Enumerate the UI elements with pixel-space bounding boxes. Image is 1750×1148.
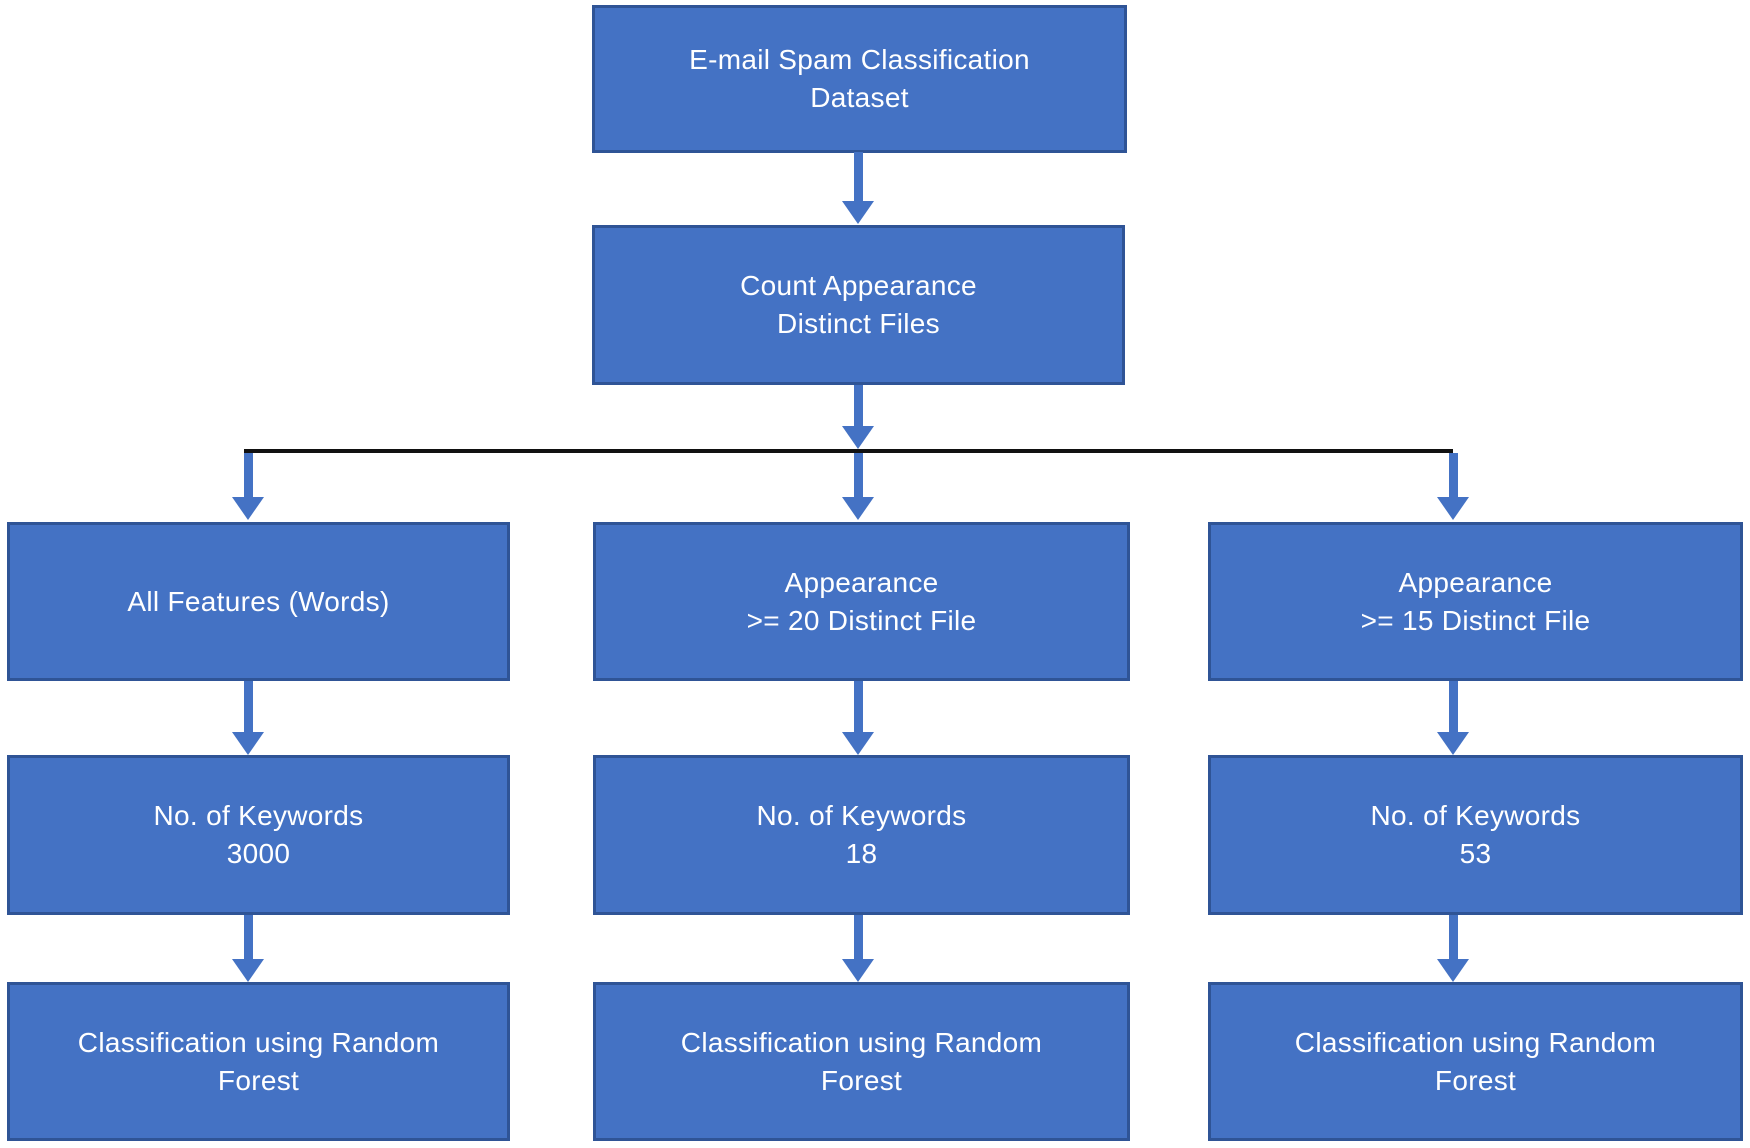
arrow-18-to-classify-shaft xyxy=(854,915,863,961)
arrow-dataset-to-count-shaft xyxy=(854,152,863,204)
arrow-allfeatures-to-3000-shaft xyxy=(244,681,253,733)
branch-middle-shaft xyxy=(854,453,863,499)
arrow-18-to-classify-head xyxy=(842,959,874,982)
node-all-features: All Features (Words) xyxy=(7,522,510,681)
node-keywords-18-line2: 18 xyxy=(845,838,878,869)
node-keywords-3000: No. of Keywords 3000 xyxy=(7,755,510,915)
arrow-app15-to-53-shaft xyxy=(1449,681,1458,733)
arrow-allfeatures-to-3000-head xyxy=(232,732,264,755)
node-dataset-line1: E-mail Spam Classification xyxy=(689,44,1030,75)
arrow-3000-to-classify-shaft xyxy=(244,915,253,961)
node-keywords-18-line1: No. of Keywords xyxy=(756,800,967,831)
arrow-53-to-classify-shaft xyxy=(1449,915,1458,961)
arrow-app20-to-18-shaft xyxy=(854,681,863,733)
node-count-appearance: Count Appearance Distinct Files xyxy=(592,225,1125,385)
branch-right-head xyxy=(1437,497,1469,520)
node-classify-right-line2: Forest xyxy=(1434,1064,1517,1096)
branch-middle-head xyxy=(842,497,874,520)
node-dataset: E-mail Spam Classification Dataset xyxy=(592,5,1127,153)
node-classify-mid-line1: Classification using Random xyxy=(680,1026,1043,1058)
arrow-53-to-classify-head xyxy=(1437,959,1469,982)
node-all-features-line1: All Features (Words) xyxy=(127,585,390,617)
branch-right-shaft xyxy=(1449,453,1458,499)
arrow-count-to-branch-head xyxy=(842,426,874,449)
node-keywords-3000-line2: 3000 xyxy=(226,838,291,869)
node-classify-right-line1: Classification using Random xyxy=(1294,1026,1657,1058)
branch-connector-line xyxy=(244,449,1453,453)
node-appearance-15-line2: >= 15 Distinct File xyxy=(1360,604,1591,636)
node-keywords-18: No. of Keywords 18 xyxy=(593,755,1130,915)
arrow-app20-to-18-head xyxy=(842,732,874,755)
node-classify-left-line1: Classification using Random xyxy=(77,1026,440,1058)
branch-left-shaft xyxy=(244,453,253,499)
node-classify-mid: Classification using Random Forest xyxy=(593,982,1130,1141)
node-appearance-20: Appearance >= 20 Distinct File xyxy=(593,522,1130,681)
node-keywords-53-line1: No. of Keywords xyxy=(1370,800,1581,831)
node-keywords-3000-line1: No. of Keywords xyxy=(153,800,364,831)
node-classify-left: Classification using Random Forest xyxy=(7,982,510,1141)
node-dataset-line2: Dataset xyxy=(810,82,909,113)
node-appearance-15: Appearance >= 15 Distinct File xyxy=(1208,522,1743,681)
node-appearance-15-line1: Appearance xyxy=(1398,566,1553,598)
branch-left-head xyxy=(232,497,264,520)
node-appearance-20-line1: Appearance xyxy=(784,566,939,598)
node-keywords-53-line2: 53 xyxy=(1459,838,1492,869)
node-count-line2: Distinct Files xyxy=(777,308,940,339)
arrow-3000-to-classify-head xyxy=(232,959,264,982)
arrow-count-to-branch-shaft xyxy=(854,385,863,428)
node-classify-right: Classification using Random Forest xyxy=(1208,982,1743,1141)
arrow-app15-to-53-head xyxy=(1437,732,1469,755)
node-keywords-53: No. of Keywords 53 xyxy=(1208,755,1743,915)
node-classify-left-line2: Forest xyxy=(217,1064,300,1096)
node-appearance-20-line2: >= 20 Distinct File xyxy=(746,604,977,636)
node-count-line1: Count Appearance xyxy=(740,270,977,301)
arrow-dataset-to-count-head xyxy=(842,201,874,224)
node-classify-mid-line2: Forest xyxy=(820,1064,903,1096)
